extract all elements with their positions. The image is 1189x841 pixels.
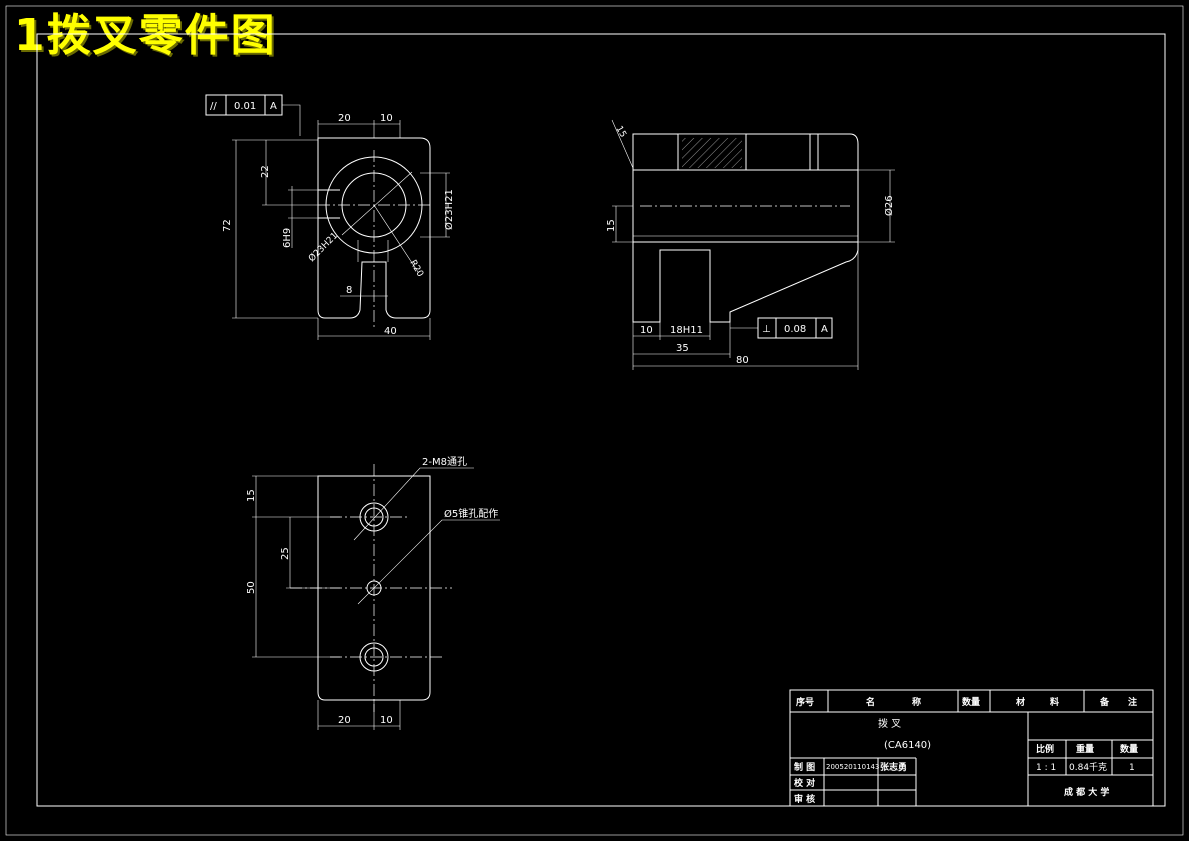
tol-parallel-datum: A — [270, 101, 277, 112]
dim-20: 20 — [338, 715, 351, 726]
hdr-mat-2: 料 — [1050, 696, 1059, 708]
dim-dia-small: Ø23H21 — [306, 230, 340, 264]
hdr-name-2: 称 — [912, 696, 921, 708]
drawn-label: 制 图 — [794, 761, 815, 773]
dim-8: 8 — [346, 285, 352, 296]
dim-r20: R20 — [407, 259, 425, 280]
dim-15-top: 15 — [613, 125, 627, 140]
hdr-mat-1: 材 — [1015, 696, 1025, 708]
qty-label: 数量 — [1120, 743, 1138, 755]
dim-bore: Ø23H21 — [443, 189, 455, 230]
dim-50: 50 — [246, 581, 257, 594]
dim-18h11: 18H11 — [670, 325, 703, 336]
section-view: 15 15 Ø26 10 18H11 35 80 ⊥ 0.08 A — [606, 119, 895, 370]
tol-perp-value: 0.08 — [784, 324, 806, 335]
part-name: 拨 叉 — [878, 717, 901, 730]
dim-10: 10 — [640, 325, 653, 336]
hdr-note-1: 备 — [1099, 696, 1110, 708]
weight-label: 重量 — [1076, 743, 1094, 755]
front-view: 20 10 // 0.01 A 72 22 6H9 Ø23H21 Ø23H21 … — [205, 94, 455, 340]
dim-15: 15 — [246, 489, 257, 502]
dim-dia26: Ø26 — [883, 195, 895, 216]
inner-border — [36, 33, 1166, 807]
outer-border — [5, 5, 1184, 836]
hdr-name-1: 名 — [866, 696, 875, 708]
tol-parallel-value: 0.01 — [234, 101, 256, 112]
approve-label: 审 核 — [794, 793, 815, 805]
check-label: 校 对 — [794, 777, 815, 789]
dim-25: 25 — [280, 547, 291, 560]
hdr-qty: 数量 — [962, 696, 980, 708]
title-block: 序号 名 称 数量 材 料 备 注 拨 叉 (CA6140) 比例 重量 数量 … — [789, 689, 1154, 807]
top-view: 2-M8通孔 Ø5锥孔配作 15 25 50 20 10 — [246, 456, 500, 730]
weight-value: 0.84千克 — [1069, 762, 1107, 773]
note-pin-hole: Ø5锥孔配作 — [444, 508, 498, 520]
dim-15: 15 — [606, 219, 617, 232]
drawing-title: 1拨叉零件图 — [14, 10, 277, 61]
dim-72: 72 — [222, 219, 233, 232]
hdr-note-2: 注 — [1128, 696, 1137, 708]
dim-6h9: 6H9 — [282, 228, 293, 248]
dim-40: 40 — [384, 326, 397, 337]
part-model: (CA6140) — [884, 740, 931, 751]
dim-80: 80 — [736, 355, 749, 366]
school-name: 成 都 大 学 — [1064, 786, 1109, 798]
tol-perp-symbol: ⊥ — [762, 324, 771, 335]
ratio-label: 比例 — [1036, 743, 1054, 755]
tol-perp-datum: A — [821, 324, 828, 335]
drawn-id: 200520110143 — [826, 763, 879, 771]
dim-10: 10 — [380, 715, 393, 726]
ratio-value: 1 : 1 — [1036, 763, 1056, 773]
tol-parallel-symbol: // — [210, 101, 217, 112]
drawn-name: 张志勇 — [880, 761, 907, 773]
dim-22: 22 — [260, 165, 271, 178]
hdr-seq: 序号 — [796, 696, 814, 708]
qty-value: 1 — [1129, 763, 1135, 773]
dim-20: 20 — [338, 113, 351, 124]
dim-35: 35 — [676, 343, 689, 354]
note-thread: 2-M8通孔 — [422, 456, 467, 468]
dim-10: 10 — [380, 113, 393, 124]
